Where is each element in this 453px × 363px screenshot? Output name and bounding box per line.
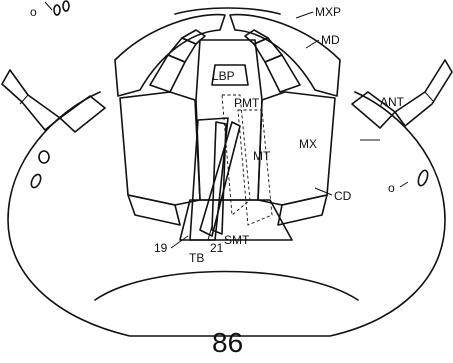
antenna-right bbox=[352, 60, 452, 128]
occipital-margin bbox=[95, 272, 358, 301]
label-lbp: LBP bbox=[212, 69, 235, 83]
tentorial-bridge bbox=[190, 118, 240, 240]
label-pmt: PMT bbox=[234, 96, 260, 110]
ocellus-glyph-right: o bbox=[388, 181, 395, 195]
label-21: 21 bbox=[210, 241, 224, 255]
ocellus-label-right: o bbox=[388, 181, 395, 195]
cardo-left bbox=[128, 195, 180, 225]
eye-spot-left-upper bbox=[39, 151, 49, 163]
label-smt: SMT bbox=[224, 233, 250, 247]
eye-spot-left-lower bbox=[29, 173, 42, 189]
cardo-right bbox=[278, 195, 327, 225]
label-mxp: MXP bbox=[315, 5, 341, 19]
maxilla-left bbox=[120, 92, 200, 205]
eye-spot-right bbox=[417, 169, 430, 187]
label-19: 19 bbox=[154, 241, 168, 255]
ocellus-glyph-left: o bbox=[30, 1, 69, 19]
label-mt: MT bbox=[253, 149, 271, 163]
label-tb: TB bbox=[189, 251, 204, 265]
ocellus-label-left: o bbox=[30, 5, 37, 19]
label-md: MD bbox=[321, 33, 340, 47]
antenna-left bbox=[2, 70, 105, 132]
mandible-right bbox=[230, 15, 340, 96]
label-ant: ANT bbox=[380, 95, 405, 109]
figure-number: 86 bbox=[212, 327, 243, 358]
labrum-arc bbox=[175, 8, 280, 14]
label-mx: MX bbox=[299, 137, 317, 151]
label-cd: CD bbox=[334, 189, 352, 203]
